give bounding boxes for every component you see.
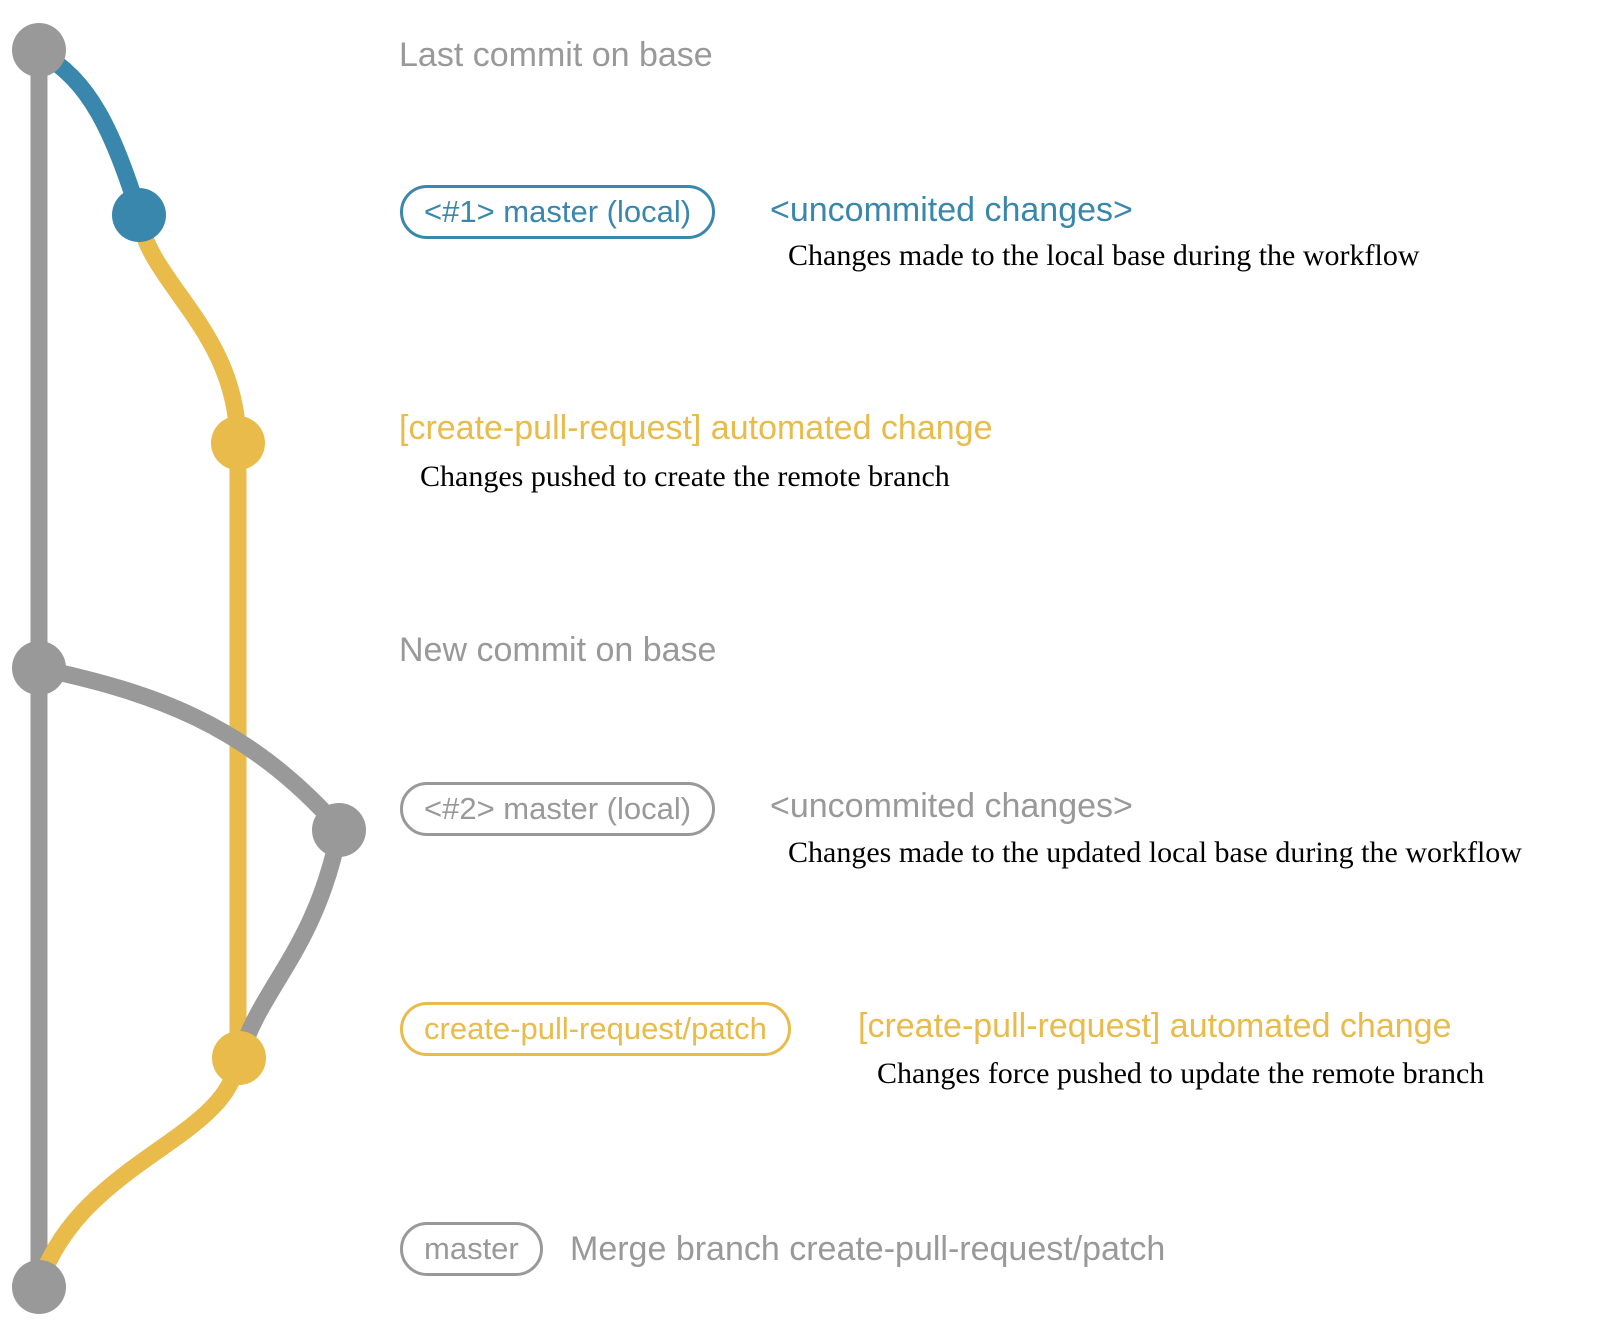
commit-dot-local-1	[112, 188, 166, 242]
desc-local-changes-1: Changes made to the local base during th…	[788, 239, 1420, 272]
badge-master-local-1: <#1> master (local)	[400, 185, 716, 239]
badge-patch-branch: create-pull-request/patch	[400, 1002, 791, 1056]
note-merge-branch: Merge branch create-pull-request/patch	[570, 1230, 1166, 1268]
commit-dot-local-2	[312, 803, 366, 857]
badge-master-local-2: <#2> master (local)	[400, 782, 716, 836]
desc-push-create-branch: Changes pushed to create the remote bran…	[420, 460, 950, 493]
heading-automated-change-1: [create-pull-request] automated change	[399, 409, 993, 447]
patch-branch-path	[30, 215, 247, 1288]
label-last-commit: Last commit on base	[399, 36, 713, 74]
commit-dot-patch-1	[211, 416, 265, 470]
badge-master-merge: master	[400, 1222, 543, 1276]
note-uncommitted-changes-2: <uncommited changes>	[770, 787, 1133, 825]
commit-graph	[12, 23, 366, 1314]
commit-dot-merge	[12, 1260, 66, 1314]
commit-dot-new-base	[12, 641, 66, 695]
commit-dot-patch-2	[212, 1031, 266, 1085]
note-uncommitted-changes-1: <uncommited changes>	[770, 191, 1133, 229]
local-1-branch-curve	[34, 44, 148, 216]
heading-automated-change-2: [create-pull-request] automated change	[858, 1007, 1452, 1045]
desc-local-changes-2: Changes made to the updated local base d…	[788, 836, 1522, 869]
desc-force-push-branch: Changes force pushed to update the remot…	[877, 1057, 1485, 1090]
local-2-branch-curve-in	[37, 659, 346, 834]
local-2-branch-curve-out	[231, 830, 348, 1059]
label-new-commit: New commit on base	[399, 631, 717, 669]
commit-dot-last-base	[12, 23, 66, 77]
